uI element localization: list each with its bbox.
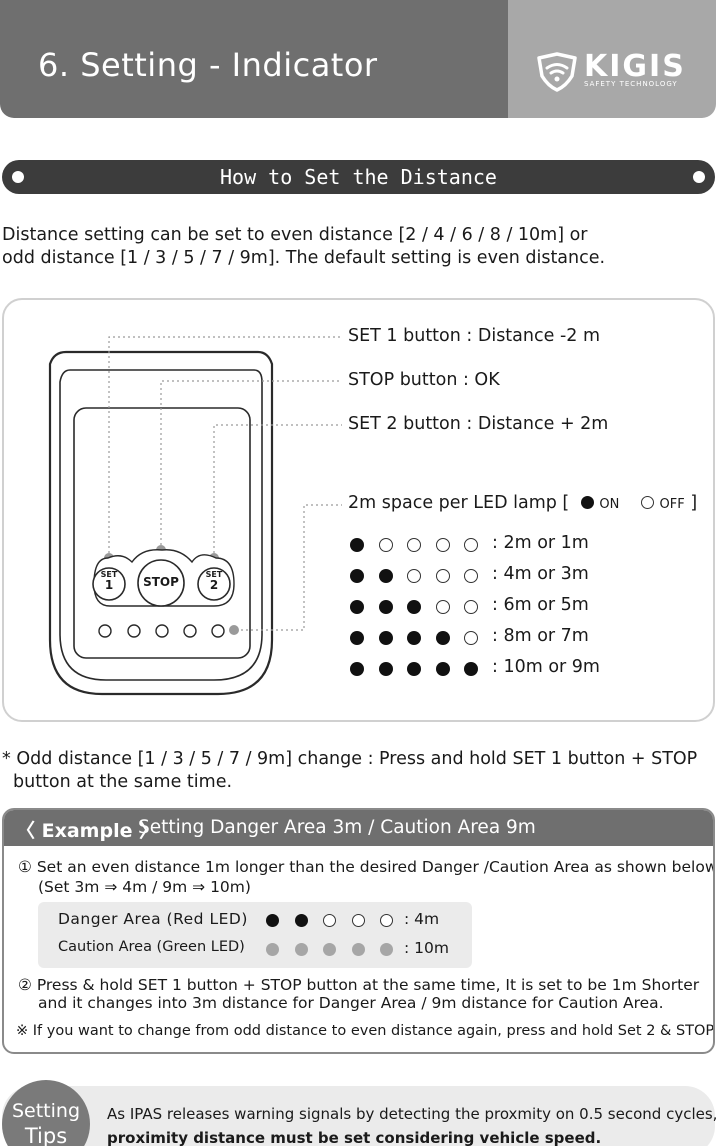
- bullet-right-icon: [693, 171, 705, 183]
- intro-line-2: odd distance [1 / 3 / 5 / 7 / 9m]. The d…: [2, 248, 606, 268]
- led-distance-label: : 10m or 9m: [492, 657, 600, 677]
- section-heading-bar: How to Set the Distance: [2, 160, 715, 194]
- intro-text: Distance setting can be set to even dist…: [2, 224, 605, 270]
- led-distance-label: : 6m or 5m: [492, 595, 589, 615]
- page-title: 6. Setting - Indicator: [38, 46, 378, 84]
- led-dot-icon: [378, 538, 393, 552]
- led-dot-icon: [435, 600, 450, 614]
- example-led-panel: Danger Area (Red LED) : 4m Caution Area …: [38, 902, 472, 968]
- led-dot-icon: [464, 538, 478, 552]
- led-dot-icon: [350, 538, 364, 552]
- led-dot-icon: [323, 914, 336, 927]
- step2-line-2: and it changes into 3m distance for Dang…: [38, 994, 664, 1012]
- device-inner-body: [59, 369, 263, 681]
- device-face-panel: [73, 407, 251, 659]
- stop-button[interactable]: STOP: [143, 575, 179, 589]
- page-header: 6. Setting - Indicator KIGIS SAFETY TECH…: [0, 0, 716, 118]
- led-dot-icon: [378, 600, 393, 614]
- led-dot-icon: [294, 943, 308, 956]
- bullet-left-icon: [12, 171, 24, 183]
- led-dot-icon: [464, 631, 478, 645]
- caution-label: Caution Area (Green LED): [58, 939, 245, 955]
- callout-set2: SET 2 button : Distance + 2m: [348, 414, 609, 434]
- led-dot-icon: [435, 538, 450, 552]
- led-dot-icon: [407, 631, 421, 645]
- led-dot-icon: [435, 569, 450, 583]
- led-distance-label: : 4m or 3m: [492, 564, 589, 584]
- leader-lamp: [236, 504, 342, 631]
- example-title: Setting Danger Area 3m / Caution Area 9m: [138, 817, 536, 838]
- led-dot-icon: [266, 914, 279, 927]
- device-illustration: [48, 336, 342, 696]
- danger-label: Danger Area (Red LED): [58, 910, 248, 928]
- led-dot-icon: [435, 662, 450, 676]
- led-dot-icon: [464, 662, 478, 676]
- led-dot-icon: [464, 600, 478, 614]
- device-diagram-panel: SET 1 STOP SET 2 SET 1 button : Distance…: [2, 298, 715, 722]
- led-dot-icon: [407, 538, 421, 552]
- callout-lamp: 2m space per LED lamp [ ON OFF ]: [348, 493, 698, 513]
- callout-set1: SET 1 button : Distance -2 m: [348, 326, 600, 346]
- led-dot-icon: [378, 569, 393, 583]
- callout-stop: STOP button : OK: [348, 370, 500, 390]
- led-dot-icon: [350, 600, 364, 614]
- led-dot-icon: [435, 631, 450, 645]
- shield-wifi-icon: [537, 52, 577, 92]
- legend-off-dot: [640, 496, 654, 509]
- tips-line-2: proximity distance must be set consideri…: [107, 1129, 602, 1146]
- led-dot-icon: [380, 914, 393, 927]
- led-dot-icon: [266, 943, 279, 956]
- example-note: ※ If you want to change from odd distanc…: [16, 1023, 715, 1039]
- step1-line-1: ① Set an even distance 1m longer than th…: [18, 858, 715, 876]
- legend-on-dot: [580, 496, 594, 509]
- intro-line-1: Distance setting can be set to even dist…: [2, 225, 588, 245]
- odd-note-line-1: * Odd distance [1 / 3 / 5 / 7 / 9m] chan…: [2, 749, 698, 769]
- example-panel: 〈 Example 〉 Setting Danger Area 3m / Cau…: [2, 808, 715, 1054]
- header-logo-band: [508, 0, 716, 118]
- led-dot-icon: [323, 943, 336, 956]
- led-dot-icon: [350, 569, 364, 583]
- led-dot-icon: [380, 943, 393, 956]
- step1-line-2: (Set 3m ⇒ 4m / 9m ⇒ 10m): [38, 878, 251, 896]
- led-dot-icon: [407, 600, 421, 614]
- tips-text: As IPAS releases warning signals by dete…: [107, 1102, 716, 1146]
- led-distance-label: : 2m or 1m: [492, 533, 589, 553]
- set1-button[interactable]: SET 1: [100, 570, 118, 592]
- set2-button[interactable]: SET 2: [205, 570, 223, 592]
- example-tag: 〈 Example 〉: [16, 820, 159, 842]
- danger-value: : 4m: [404, 910, 440, 928]
- led-dot-icon: [350, 662, 364, 676]
- setting-tips-badge: Setting Tips: [2, 1080, 90, 1146]
- led-dot-icon: [464, 569, 478, 583]
- led-dot-icon: [407, 662, 421, 676]
- tips-line-1: As IPAS releases warning signals by dete…: [107, 1105, 716, 1123]
- header-title-band: 6. Setting - Indicator: [0, 0, 508, 118]
- odd-note-line-2: button at the same time.: [13, 772, 233, 792]
- setting-tips-panel: [2, 1086, 715, 1146]
- led-dot-icon: [407, 569, 421, 583]
- leader-set1: [108, 336, 342, 558]
- section-title: How to Set the Distance: [220, 165, 497, 189]
- leader-stop: [160, 380, 342, 550]
- logo-tagline: SAFETY TECHNOLOGY: [584, 80, 678, 88]
- kigis-logo: KIGIS SAFETY TECHNOLOGY: [536, 49, 696, 92]
- led-dot-icon: [351, 943, 365, 956]
- led-dot-icon: [378, 631, 393, 645]
- led-dot-icon: [351, 914, 365, 927]
- logo-wordmark: KIGIS: [584, 49, 686, 84]
- led-dot-icon: [294, 914, 308, 927]
- led-distance-label: : 8m or 7m: [492, 626, 589, 646]
- led-dot-icon: [350, 631, 364, 645]
- led-dot-icon: [378, 662, 393, 676]
- odd-distance-note: * Odd distance [1 / 3 / 5 / 7 / 9m] chan…: [2, 748, 697, 794]
- step2-line-1: ② Press & hold SET 1 button + STOP butto…: [18, 976, 700, 994]
- caution-value: : 10m: [404, 939, 449, 957]
- example-header: 〈 Example 〉 Setting Danger Area 3m / Cau…: [4, 810, 713, 846]
